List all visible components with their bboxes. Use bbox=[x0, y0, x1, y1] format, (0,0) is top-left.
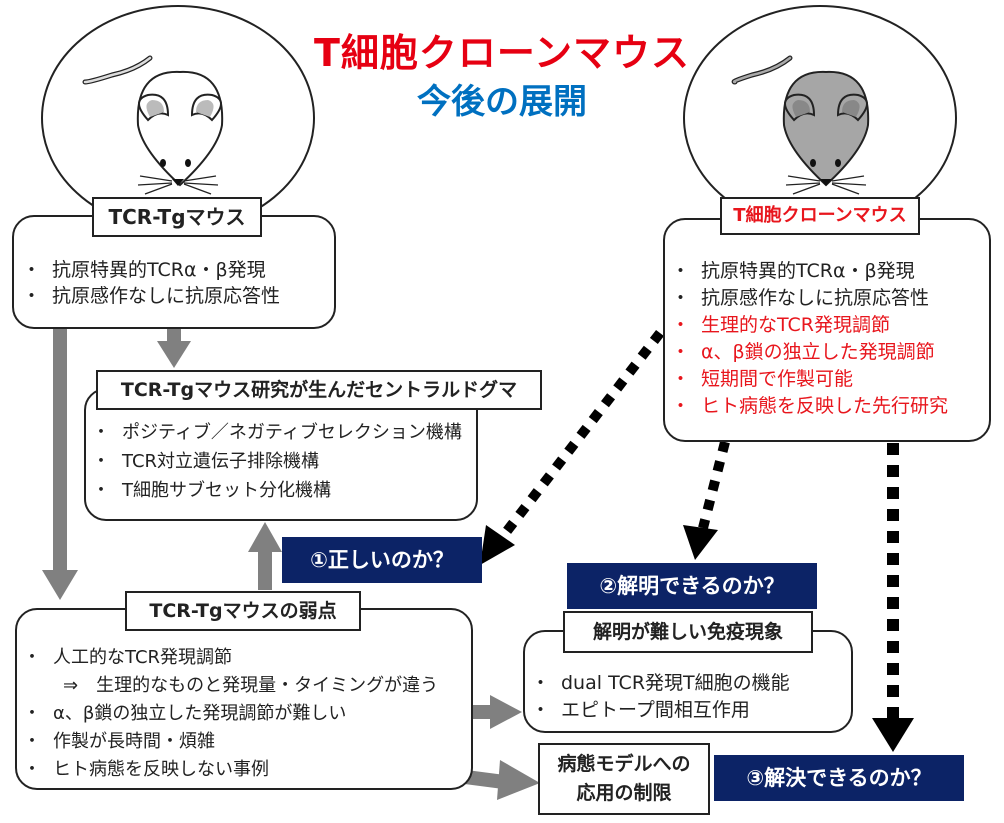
dotted-arrow-to-q1 bbox=[496, 329, 664, 544]
tcr-tg-list: 抗原特異的TCRα・β発現 抗原感作なしに抗原応答性 bbox=[22, 257, 280, 309]
disease-model-line1: 病態モデルへの bbox=[557, 753, 691, 775]
arrow-tcr-to-dogma bbox=[167, 327, 181, 343]
list-item: ポジティブ／ネガティブセレクション機構 bbox=[92, 418, 462, 447]
central-dogma-label: TCR-Tgマウス研究が生んだセントラルドグマ bbox=[96, 370, 542, 410]
arrow-tcr-to-weakness bbox=[53, 327, 67, 572]
arrow-weakness-to-dogma bbox=[258, 550, 272, 590]
list-item-highlight: ヒト病態を反映した先行研究 bbox=[671, 393, 948, 420]
list-item: 抗原感作なしに抗原応答性 bbox=[22, 283, 280, 309]
list-item: α、β鎖の独立した発現調節が難しい bbox=[23, 700, 438, 728]
immune-list: dual TCR発現T細胞の機能 エピトープ間相互作用 bbox=[531, 670, 790, 724]
list-item: 人工的なTCR発現調節 bbox=[23, 644, 438, 672]
list-item: 抗原特異的TCRα・β発現 bbox=[671, 258, 948, 285]
list-item-highlight: 生理的なTCR発現調節 bbox=[671, 312, 948, 339]
weakness-list: 人工的なTCR発現調節 ⇒ 生理的なものと発現量・タイミングが違う α、β鎖の独… bbox=[23, 644, 438, 784]
disease-model-line2: 応用の制限 bbox=[576, 782, 672, 804]
list-item: 抗原感作なしに抗原応答性 bbox=[671, 285, 948, 312]
weakness-label: TCR-Tgマウスの弱点 bbox=[125, 591, 361, 631]
disease-model-box: 病態モデルへの 応用の制限 bbox=[538, 743, 710, 815]
white-mouse-icon bbox=[82, 55, 224, 195]
clone-list: 抗原特異的TCRα・β発現 抗原感作なしに抗原応答性 生理的なTCR発現調節 α… bbox=[671, 258, 948, 420]
dotted-arrows bbox=[480, 329, 914, 752]
list-item-highlight: α、β鎖の独立した発現調節 bbox=[671, 339, 948, 366]
question-1-badge: ①正しいのか？ bbox=[282, 537, 482, 583]
list-item: ヒト病態を反映しない事例 bbox=[23, 756, 438, 784]
list-item: 抗原特異的TCRα・β発現 bbox=[22, 257, 280, 283]
question-2-badge: ②解明できるのか？ bbox=[567, 563, 817, 609]
clone-mouse-box: 抗原特異的TCRα・β発現 抗原感作なしに抗原応答性 生理的なTCR発現調節 α… bbox=[663, 218, 991, 442]
dotted-arrow-to-q2 bbox=[698, 440, 730, 530]
list-item: T細胞サブセット分化機構 bbox=[92, 476, 462, 505]
immune-phenomena-label: 解明が難しい免疫現象 bbox=[563, 611, 813, 653]
gray-mouse-icon bbox=[731, 55, 870, 195]
list-item: エピトープ間相互作用 bbox=[531, 697, 790, 724]
list-item: 作製が長時間・煩雑 bbox=[23, 728, 438, 756]
list-item: dual TCR発現T細胞の機能 bbox=[531, 670, 790, 697]
central-dogma-box: ポジティブ／ネガティブセレクション機構 TCR対立遺伝子排除機構 T細胞サブセッ… bbox=[84, 388, 478, 521]
dogma-list: ポジティブ／ネガティブセレクション機構 TCR対立遺伝子排除機構 T細胞サブセッ… bbox=[92, 418, 462, 505]
clone-mouse-label: T細胞クローンマウス bbox=[720, 197, 920, 235]
page-subtitle: 今後の展開 bbox=[417, 82, 587, 122]
list-item: TCR対立遺伝子排除機構 bbox=[92, 447, 462, 476]
tcr-tg-label: TCR-Tgマウス bbox=[92, 197, 262, 237]
weakness-box: 人工的なTCR発現調節 ⇒ 生理的なものと発現量・タイミングが違う α、β鎖の独… bbox=[15, 608, 473, 790]
question-3-badge: ③解決できるのか？ bbox=[714, 755, 964, 801]
list-item-sub: ⇒ 生理的なものと発現量・タイミングが違う bbox=[63, 675, 439, 696]
page-title: T細胞クローンマウス bbox=[313, 31, 691, 75]
list-item-highlight: 短期間で作製可能 bbox=[671, 366, 948, 393]
